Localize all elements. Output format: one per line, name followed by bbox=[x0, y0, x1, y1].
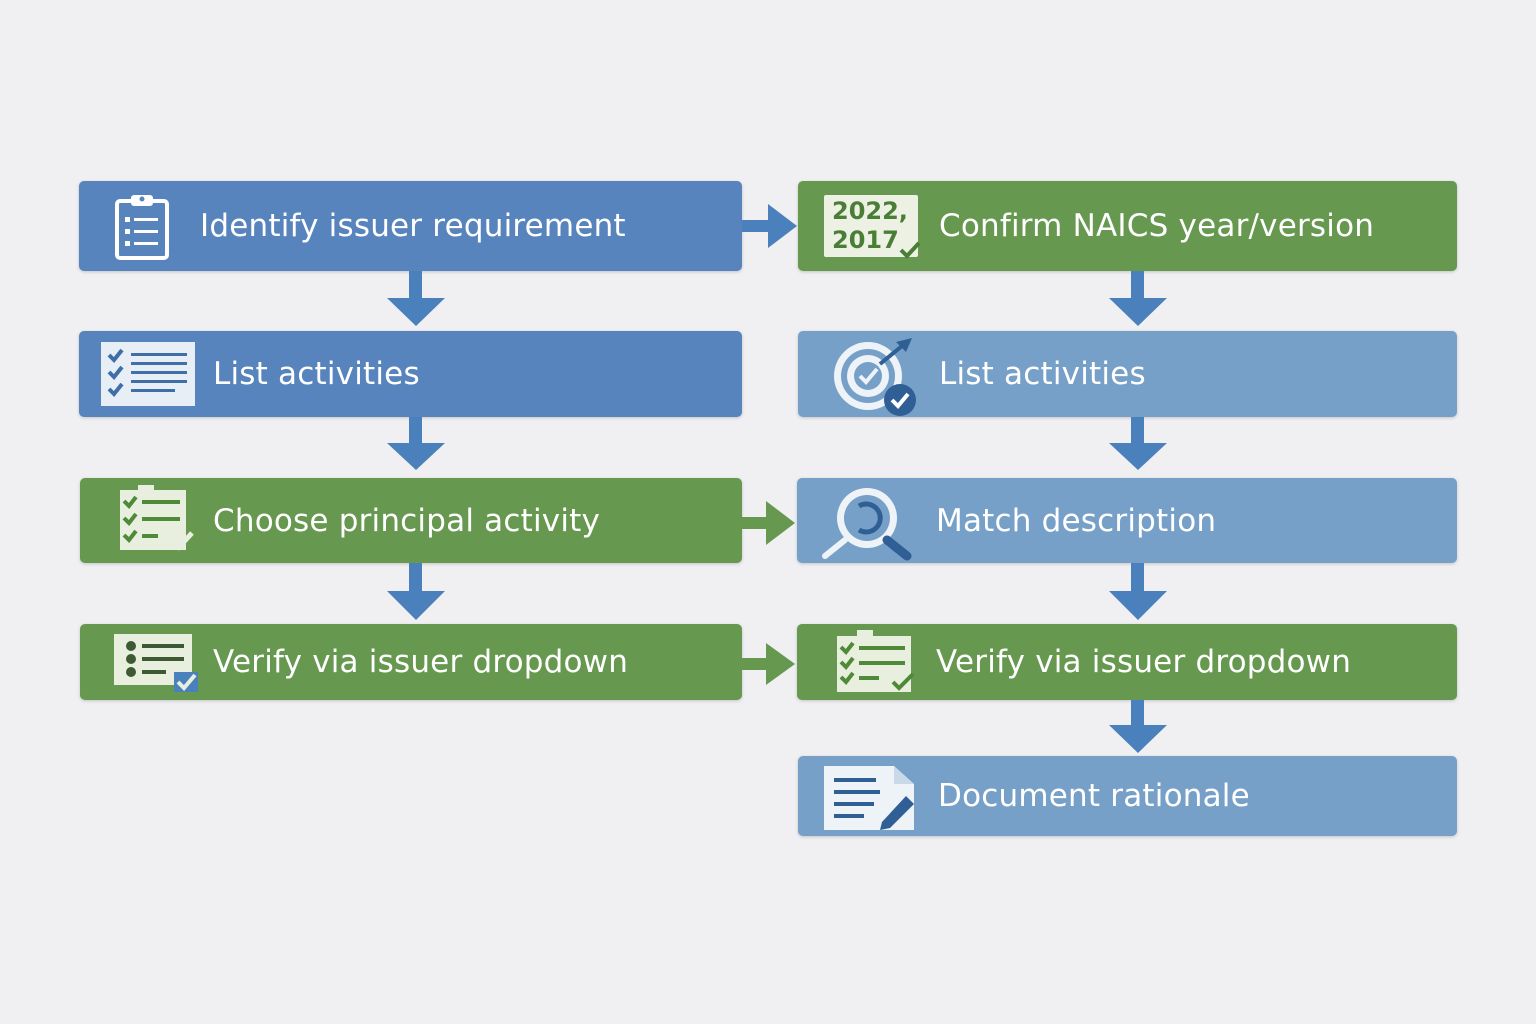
step-label: Verify via issuer dropdown bbox=[936, 644, 1352, 680]
step-choose-principal-activity: Choose principal activity bbox=[80, 478, 742, 563]
step-label: Verify via issuer dropdown bbox=[213, 644, 629, 680]
step-confirm-naics-version: 2022, 2017 Confirm NAICS year/version bbox=[798, 181, 1457, 271]
clipboard-check-icon bbox=[837, 630, 915, 692]
arrow-down bbox=[1109, 700, 1167, 753]
target-check-icon bbox=[834, 338, 916, 416]
clipboard-list-icon bbox=[115, 195, 169, 260]
step-label: Identify issuer requirement bbox=[200, 208, 626, 244]
step-verify-dropdown-left: Verify via issuer dropdown bbox=[80, 624, 742, 700]
step-document-rationale: Document rationale bbox=[798, 756, 1457, 836]
step-label: Document rationale bbox=[938, 778, 1250, 814]
arrow-down bbox=[1109, 563, 1167, 620]
document-edit-icon bbox=[824, 766, 914, 830]
step-label: List activities bbox=[213, 356, 420, 392]
arrow-right bbox=[742, 501, 795, 545]
dropdown-list-check-icon bbox=[114, 634, 198, 692]
step-identify-issuer-requirement: Identify issuer requirement bbox=[79, 181, 742, 271]
year-badge-line1: 2022, bbox=[832, 197, 908, 225]
arrow-down bbox=[1109, 417, 1167, 470]
step-label: Choose principal activity bbox=[213, 502, 601, 539]
step-list-activities-left: List activities bbox=[79, 331, 742, 417]
step-label: Confirm NAICS year/version bbox=[939, 208, 1375, 244]
arrow-down bbox=[387, 417, 445, 470]
clipboard-check-icon bbox=[120, 485, 194, 551]
step-match-description: Match description bbox=[797, 478, 1457, 563]
step-label: List activities bbox=[939, 356, 1146, 392]
step-list-activities-right: List activities bbox=[798, 331, 1457, 417]
arrow-down bbox=[387, 563, 445, 620]
arrow-down bbox=[1109, 271, 1167, 326]
magnifier-icon bbox=[822, 488, 912, 561]
checklist-icon bbox=[101, 342, 195, 406]
arrow-down bbox=[387, 271, 445, 326]
arrow-right bbox=[742, 204, 797, 248]
step-verify-dropdown-right: Verify via issuer dropdown bbox=[797, 624, 1457, 700]
calendar-check-icon: 2022, 2017 bbox=[824, 195, 921, 259]
year-badge-line2: 2017 bbox=[832, 226, 899, 254]
step-label: Match description bbox=[936, 502, 1217, 539]
arrow-right bbox=[742, 643, 795, 685]
